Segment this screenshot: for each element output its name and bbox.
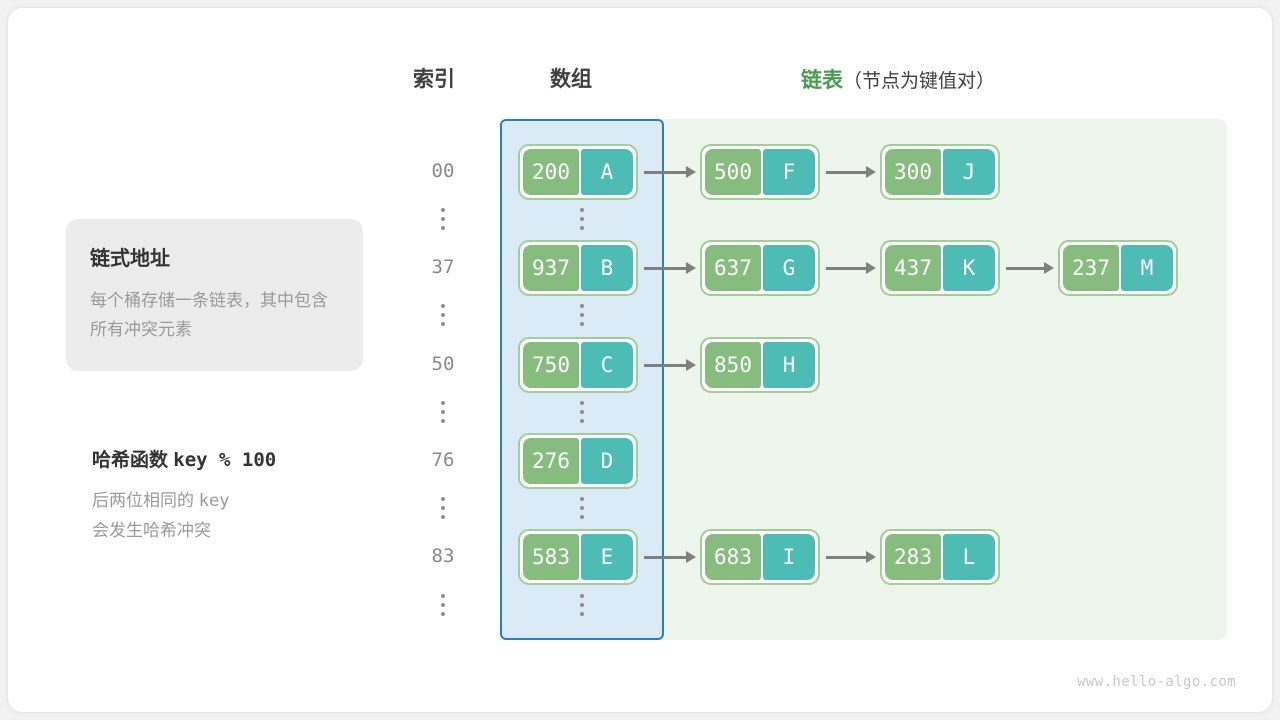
hash-note-line1-prefix: 后两位相同的 — [92, 491, 199, 510]
arrow-head — [866, 262, 876, 274]
node-key: 200 — [523, 149, 579, 195]
node-value: H — [763, 342, 815, 388]
index-label: 83 — [431, 545, 455, 567]
node-key: 683 — [705, 534, 761, 580]
index-ellipsis — [437, 208, 449, 230]
hash-function-label: 哈希函数 — [92, 450, 169, 471]
next-pointer-arrow — [826, 262, 876, 274]
arrow-head — [686, 262, 696, 274]
next-pointer-arrow — [644, 551, 696, 563]
node-value: L — [943, 534, 995, 580]
node-value: C — [581, 342, 633, 388]
index-ellipsis — [437, 304, 449, 326]
watermark: www.hello-algo.com — [1077, 674, 1236, 690]
next-pointer-arrow — [826, 551, 876, 563]
node-key: 937 — [523, 245, 579, 291]
diagram-card: 索引 数组 链表（节点为键值对） 链式地址 每个桶存储一条链表，其中包含所有冲突… — [8, 8, 1272, 712]
arrow-head — [866, 551, 876, 563]
node-key: 500 — [705, 149, 761, 195]
node-value: J — [943, 149, 995, 195]
note-card — [66, 219, 363, 371]
column-header-linked-list: 链表（节点为键值对） — [801, 64, 995, 94]
next-pointer-arrow — [644, 166, 696, 178]
column-header-index: 索引 — [413, 68, 455, 91]
hash-function-note: 后两位相同的 key 会发生哈希冲突 — [92, 486, 372, 545]
index-ellipsis — [437, 401, 449, 423]
index-label: 00 — [431, 160, 455, 182]
index-label: 76 — [431, 449, 455, 471]
arrow-shaft — [644, 267, 687, 270]
array-slot-ellipsis — [576, 208, 588, 230]
index-label: 50 — [431, 353, 455, 375]
node-key: 283 — [885, 534, 941, 580]
arrow-shaft — [826, 267, 867, 270]
node-value: E — [581, 534, 633, 580]
arrow-shaft — [644, 556, 687, 559]
arrow-head — [686, 359, 696, 371]
node-value: F — [763, 149, 815, 195]
index-label: 37 — [431, 256, 455, 278]
next-pointer-arrow — [826, 166, 876, 178]
array-slot-ellipsis — [576, 594, 588, 616]
node-key: 437 — [885, 245, 941, 291]
index-ellipsis — [437, 497, 449, 519]
next-pointer-arrow — [644, 262, 696, 274]
column-header-linked-list-accent: 链表 — [801, 69, 843, 92]
hash-function-title: 哈希函数 key % 100 — [92, 445, 276, 472]
node-value: I — [763, 534, 815, 580]
node-value: G — [763, 245, 815, 291]
node-value: B — [581, 245, 633, 291]
column-header-linked-list-sub: （节点为键值对） — [843, 71, 996, 92]
arrow-shaft — [644, 171, 687, 174]
arrow-shaft — [1006, 267, 1045, 270]
column-header-array: 数组 — [550, 68, 592, 91]
node-value: A — [581, 149, 633, 195]
node-key: 276 — [523, 438, 579, 484]
node-value: M — [1121, 245, 1173, 291]
next-pointer-arrow — [1006, 262, 1054, 274]
arrow-shaft — [826, 171, 867, 174]
arrow-head — [1044, 262, 1054, 274]
next-pointer-arrow — [644, 359, 696, 371]
arrow-shaft — [826, 556, 867, 559]
note-body: 每个桶存储一条链表，其中包含所有冲突元素 — [90, 291, 328, 339]
hash-note-line2: 会发生哈希冲突 — [92, 521, 211, 540]
node-key: 237 — [1063, 245, 1119, 291]
note-title: 链式地址 — [90, 248, 170, 270]
hash-note-line1-code: key — [198, 491, 230, 511]
array-slot-ellipsis — [576, 401, 588, 423]
array-slot-ellipsis — [576, 304, 588, 326]
node-key: 750 — [523, 342, 579, 388]
arrow-head — [686, 551, 696, 563]
node-key: 583 — [523, 534, 579, 580]
arrow-head — [686, 166, 696, 178]
arrow-shaft — [644, 364, 687, 367]
node-value: D — [581, 438, 633, 484]
node-value: K — [943, 245, 995, 291]
array-slot-ellipsis — [576, 497, 588, 519]
index-ellipsis — [437, 594, 449, 616]
hash-function-expression: key % 100 — [173, 449, 277, 471]
node-key: 637 — [705, 245, 761, 291]
node-key: 850 — [705, 342, 761, 388]
arrow-head — [866, 166, 876, 178]
node-key: 300 — [885, 149, 941, 195]
